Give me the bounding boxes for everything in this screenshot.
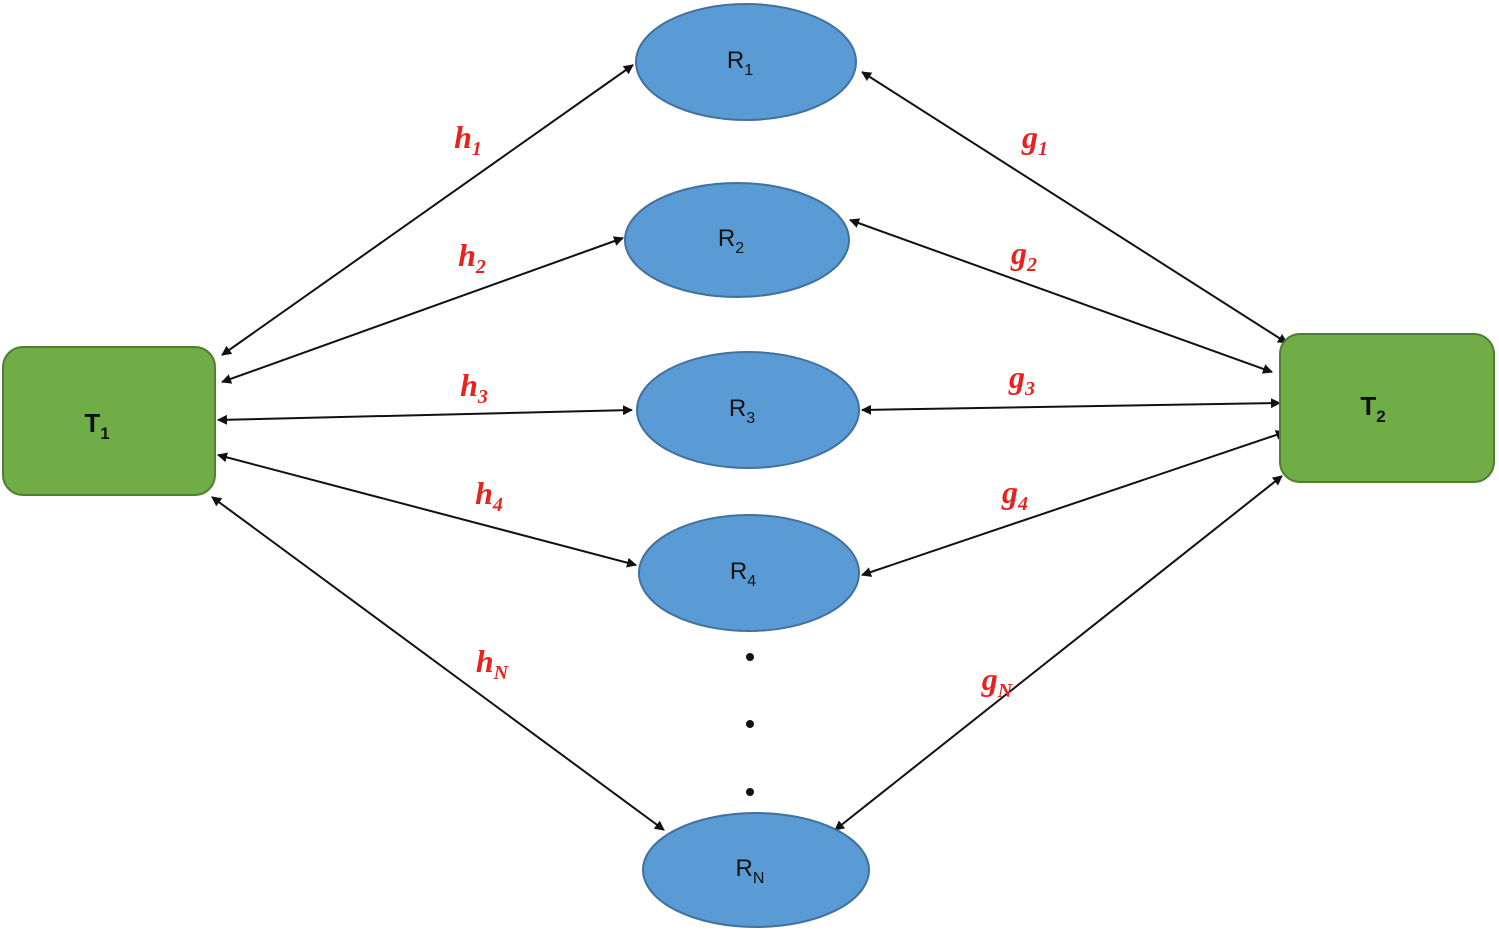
label-hn: hN (476, 643, 510, 684)
label-h4: h4 (475, 475, 503, 516)
relay-rn (642, 812, 870, 928)
ellipsis-dot-1 (746, 653, 754, 661)
edge-t2-r4 (861, 430, 1286, 577)
label-h1: h1 (454, 119, 482, 160)
edge-t1-r3 (217, 405, 633, 425)
label-g4: g4 (1001, 474, 1028, 515)
edge-t2-rn (834, 475, 1283, 831)
edge-t2-r2 (849, 218, 1273, 374)
edge-labels: h1 h2 h3 h4 hN g1 g2 g3 g4 gN (454, 119, 1048, 702)
label-g2: g2 (1010, 235, 1037, 276)
label-g3: g3 (1008, 359, 1035, 400)
label-h3: h3 (460, 367, 488, 408)
relay-label-r1: R1 (727, 47, 753, 79)
relay-r3 (636, 351, 860, 469)
terminal-t1 (2, 346, 216, 496)
label-gn: gN (981, 661, 1014, 702)
edge-t1-rn (211, 496, 665, 831)
relay-label-r2: R2 (718, 225, 744, 257)
terminal-label-t1: T1 (84, 408, 109, 443)
relay-r1 (635, 3, 857, 121)
ellipsis-dot-3 (746, 788, 754, 796)
edge-t1-r1 (221, 64, 634, 356)
relay-label-rn: RN (736, 855, 765, 887)
relay-r2 (624, 182, 850, 298)
edge-t2-r1 (861, 71, 1288, 344)
ellipsis-dot-2 (746, 720, 754, 728)
relay-label-r3: R3 (729, 395, 755, 427)
edge-t1-r2 (221, 236, 624, 384)
label-g1: g1 (1021, 119, 1048, 160)
terminal-t2 (1279, 333, 1495, 483)
edge-t2-r3 (861, 398, 1281, 415)
terminal-label-t2: T2 (1360, 391, 1385, 426)
relay-r4 (638, 514, 860, 632)
label-h2: h2 (458, 237, 486, 278)
relay-label-r4: R4 (730, 558, 756, 590)
edges (211, 64, 1288, 831)
